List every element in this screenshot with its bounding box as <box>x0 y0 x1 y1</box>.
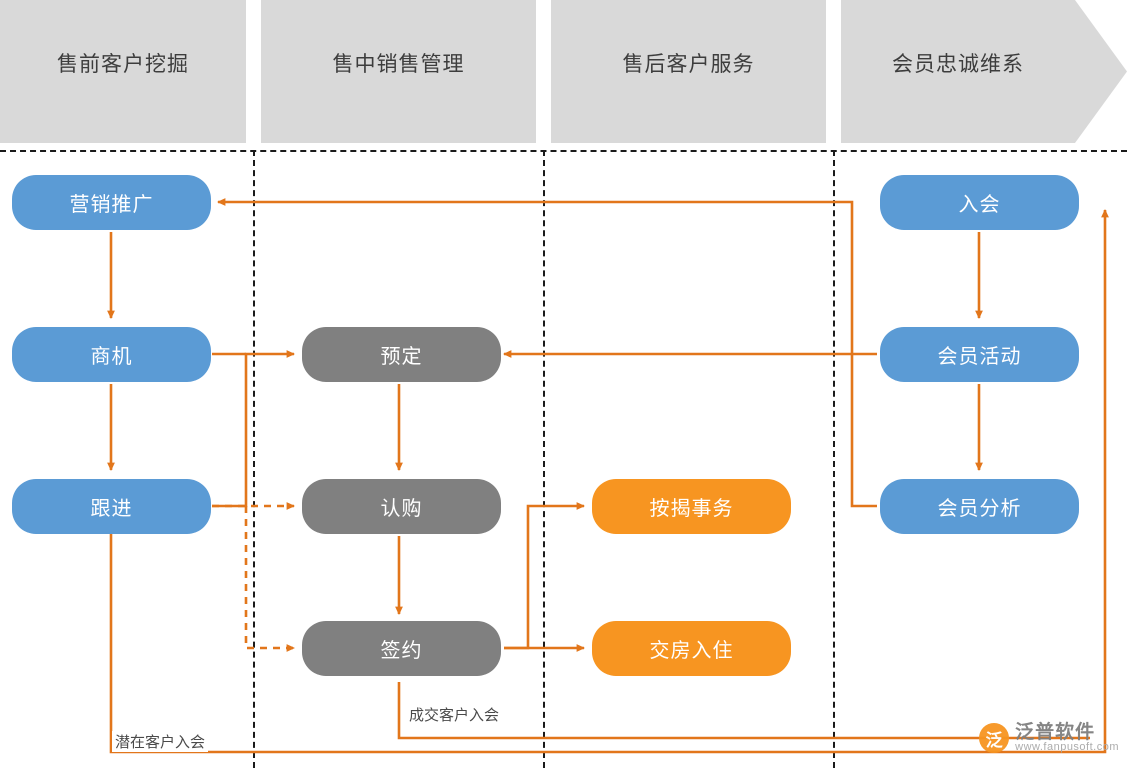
node-reserve-label: 预定 <box>380 346 423 368</box>
node-subscribe[interactable]: 认购 <box>302 479 501 534</box>
lane-divider-2 <box>543 150 545 768</box>
node-join-label: 入会 <box>958 194 1001 216</box>
node-marketing-label: 营销推广 <box>69 194 154 216</box>
phase-label-membership: 会员忠诚维系 <box>892 53 1024 76</box>
node-followup-label: 跟进 <box>90 498 133 520</box>
node-opportunity-label: 商机 <box>90 346 133 368</box>
node-handover[interactable]: 交房入住 <box>592 621 791 676</box>
watermark-name: 泛普软件 <box>1015 721 1096 743</box>
node-followup[interactable]: 跟进 <box>12 479 211 534</box>
node-marketing[interactable]: 营销推广 <box>12 175 211 230</box>
watermark-logo-icon: 泛 <box>979 723 1010 754</box>
node-reserve[interactable]: 预定 <box>302 327 501 382</box>
lane-divider-3 <box>833 150 835 768</box>
node-join[interactable]: 入会 <box>880 175 1079 230</box>
node-member-analysis[interactable]: 会员分析 <box>880 479 1079 534</box>
phase-label-presale: 售前客户挖掘 <box>57 53 189 76</box>
band-divider <box>0 150 1127 152</box>
node-contract[interactable]: 签约 <box>302 621 501 676</box>
phase-band: 售前客户挖掘 售中销售管理 售后客户服务 会员忠诚维系 <box>0 0 1127 143</box>
node-subscribe-label: 认购 <box>380 498 423 520</box>
node-contract-label: 签约 <box>380 640 423 662</box>
node-mortgage[interactable]: 按揭事务 <box>592 479 791 534</box>
node-opportunity[interactable]: 商机 <box>12 327 211 382</box>
node-handover-label: 交房入住 <box>649 640 734 662</box>
edge-label-closed-customer-join: 成交客户入会 <box>406 704 503 725</box>
lane-divider-1 <box>253 150 255 768</box>
watermark: 泛 泛普软件 www.fanpusoft.com <box>979 721 1119 754</box>
phase-label-aftersale: 售后客户服务 <box>622 53 755 76</box>
phase-label-sale: 售中销售管理 <box>332 53 465 76</box>
node-member-analysis-label: 会员分析 <box>937 498 1022 520</box>
watermark-url: www.fanpusoft.com <box>1015 741 1119 754</box>
node-member-activity-label: 会员活动 <box>937 346 1022 368</box>
node-mortgage-label: 按揭事务 <box>649 498 734 520</box>
node-member-activity[interactable]: 会员活动 <box>880 327 1079 382</box>
edge-label-potential-customer-join: 潜在客户入会 <box>112 731 209 752</box>
